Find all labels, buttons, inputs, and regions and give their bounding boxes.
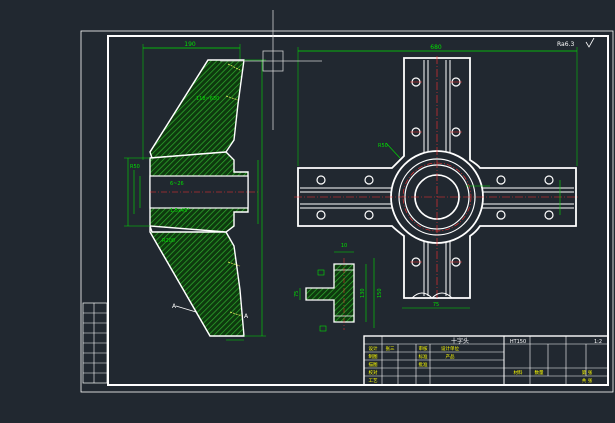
title-sheet-label-2: 第 张 <box>582 369 593 376</box>
dim-small-height: 150 <box>377 288 383 298</box>
title-mid-label: 批准 <box>419 361 428 368</box>
title-scale: 1:2 <box>594 339 602 345</box>
dim-plan-radius: R50 <box>378 143 388 149</box>
binding-strip <box>82 302 108 384</box>
upper-flange-section <box>149 59 245 159</box>
dim-plan-width: 680 <box>430 44 442 51</box>
title-drawing-no: HT150 <box>510 339 526 345</box>
title-mid-label: 审核 <box>419 345 428 352</box>
crosshair-cursor-icon <box>220 10 322 130</box>
title-sheet-label: 共 张 <box>582 377 593 384</box>
inner-drawing-frame <box>107 35 609 386</box>
dim-label-d: R200 <box>162 238 175 244</box>
detail-view-small[interactable]: 10 130 150 75 <box>294 243 383 332</box>
dim-label-c: 1.5x45° <box>170 208 190 214</box>
title-row-value: 张三 <box>386 345 395 352</box>
title-row-label: 描图 <box>369 361 378 368</box>
title-weight-label: 数量 <box>535 369 544 376</box>
outer-sheet-border <box>80 30 614 393</box>
title-row-label: 制图 <box>369 353 378 360</box>
title-mid-value: 产品 <box>446 353 455 360</box>
plan-view-cross[interactable]: 680 <box>294 44 580 309</box>
dim-label-a: 118~630 <box>196 96 219 102</box>
dim-label-b: 6~26 <box>170 181 184 187</box>
title-mid-label: 标准 <box>419 353 428 360</box>
dim-small-depth: 75 <box>294 291 300 297</box>
title-row-label: 工艺 <box>369 378 378 384</box>
dim-small-width: 130 <box>360 288 366 298</box>
surface-finish-mark: Ra6.3 <box>557 41 574 48</box>
dim-bottom-width: 75 <box>433 302 439 308</box>
dim-section-width: 190 <box>184 41 196 48</box>
title-mid-value: 设计单位 <box>441 345 459 352</box>
dim-small-thick: 10 <box>341 243 347 249</box>
title-row-label: 设计 <box>369 345 378 352</box>
title-material-label: 材料 <box>514 369 523 376</box>
title-part-name: 十字头 <box>451 337 469 345</box>
title-block[interactable]: 十字头 HT150 1:2 材料 数量 共 张 第 张 设计 制图 描图 校对 … <box>363 335 609 386</box>
section-marker-right: A <box>244 313 249 320</box>
section-marker-left: A <box>172 303 177 310</box>
surface-finish-symbol <box>585 37 595 48</box>
section-view-a-a[interactable]: 190 118~630 6~26 1.5x45° R200 R50 <box>124 41 266 341</box>
title-row-label: 校对 <box>369 369 378 376</box>
dim-label-e: R50 <box>130 164 140 170</box>
